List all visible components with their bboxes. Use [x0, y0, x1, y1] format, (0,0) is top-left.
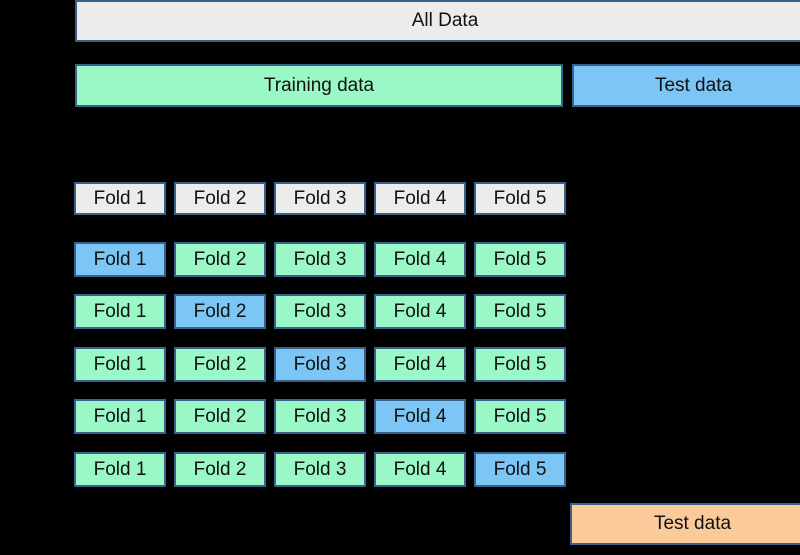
- split-row-5: Fold 1 Fold 2 Fold 3 Fold 4 Fold 5: [74, 452, 566, 487]
- fold-header-row: Fold 1 Fold 2 Fold 3 Fold 4 Fold 5: [74, 182, 566, 215]
- fold-cell: Fold 2: [174, 347, 266, 382]
- fold-cell: Fold 5: [474, 294, 566, 329]
- fold-cell: Fold 3: [274, 399, 366, 434]
- fold-header-cell: Fold 3: [274, 182, 366, 215]
- fold-header-cell: Fold 5: [474, 182, 566, 215]
- fold-cell: Fold 5: [474, 399, 566, 434]
- fold-cell: Fold 1: [74, 399, 166, 434]
- split-row-3: Fold 1 Fold 2 Fold 3 Fold 4 Fold 5: [74, 347, 566, 382]
- fold-cell: Fold 1: [74, 347, 166, 382]
- fold-cell: Fold 3: [274, 242, 366, 277]
- split-row-2: Fold 1 Fold 2 Fold 3 Fold 4 Fold 5: [74, 294, 566, 329]
- fold-cell: Fold 1: [74, 242, 166, 277]
- split-row-4: Fold 1 Fold 2 Fold 3 Fold 4 Fold 5: [74, 399, 566, 434]
- fold-cell: Fold 1: [74, 294, 166, 329]
- all-data-bar: All Data: [75, 0, 800, 42]
- fold-cell: Fold 1: [74, 452, 166, 487]
- fold-header-cell: Fold 4: [374, 182, 466, 215]
- fold-cell: Fold 4: [374, 294, 466, 329]
- fold-cell: Fold 4: [374, 399, 466, 434]
- fold-cell: Fold 2: [174, 452, 266, 487]
- fold-cell: Fold 3: [274, 294, 366, 329]
- fold-cell: Fold 3: [274, 452, 366, 487]
- fold-cell: Fold 4: [374, 452, 466, 487]
- fold-header-cell: Fold 2: [174, 182, 266, 215]
- fold-cell: Fold 2: [174, 294, 266, 329]
- fold-cell: Fold 3: [274, 347, 366, 382]
- split-row-1: Fold 1 Fold 2 Fold 3 Fold 4 Fold 5: [74, 242, 566, 277]
- fold-cell: Fold 5: [474, 452, 566, 487]
- training-data-bar: Training data: [75, 64, 563, 107]
- fold-cell: Fold 5: [474, 242, 566, 277]
- fold-header-cell: Fold 1: [74, 182, 166, 215]
- fold-cell: Fold 4: [374, 347, 466, 382]
- test-data-bar: Test data: [572, 64, 800, 107]
- fold-cell: Fold 2: [174, 242, 266, 277]
- fold-cell: Fold 5: [474, 347, 566, 382]
- final-test-data-bar: Test data: [570, 503, 800, 545]
- fold-cell: Fold 2: [174, 399, 266, 434]
- fold-cell: Fold 4: [374, 242, 466, 277]
